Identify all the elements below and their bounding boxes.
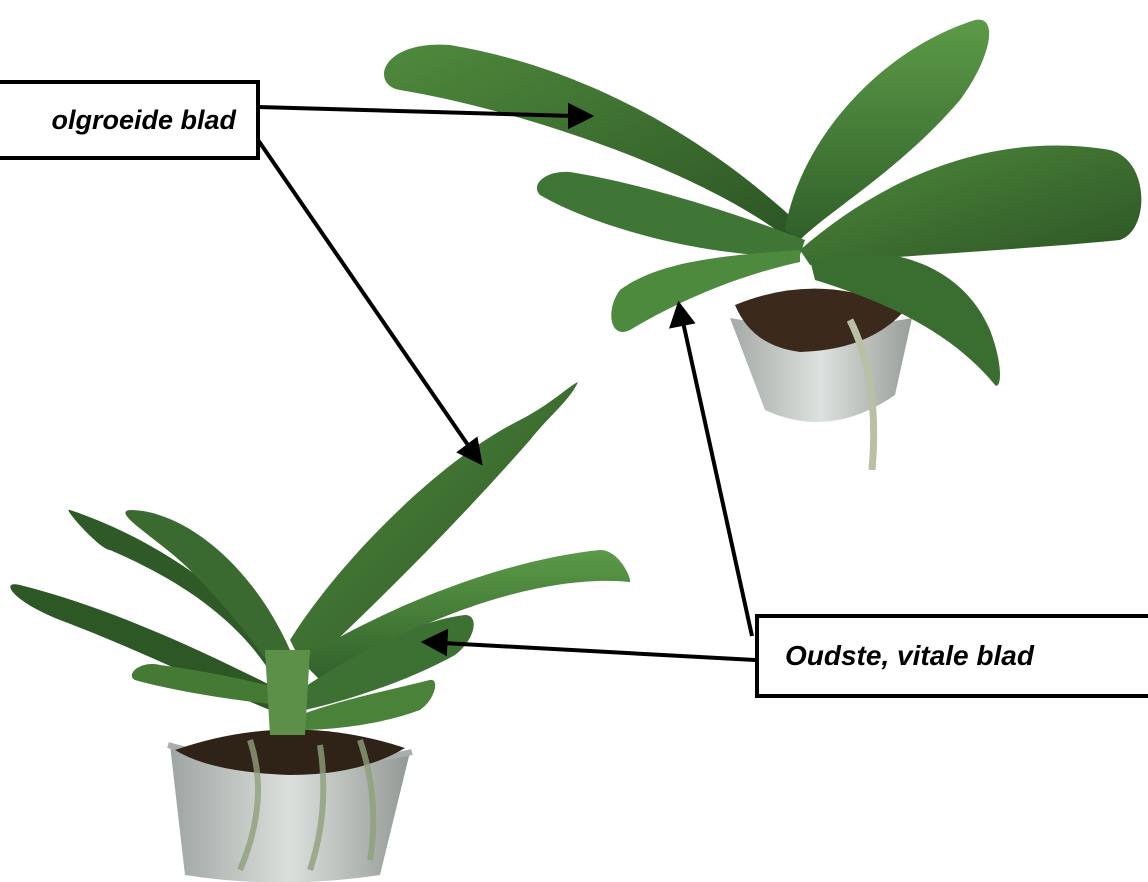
orchid-bottom-left [10, 382, 630, 882]
label-fully-grown-leaf-text: olgroeide blad [51, 105, 236, 136]
stem-bottom-left [265, 650, 310, 735]
arrow-to-bottom-tall-leaf [258, 140, 470, 448]
label-oldest-vital-leaf: Oudste, vitale blad [755, 614, 1148, 698]
arrow-to-oldest-bottom [443, 643, 755, 660]
arrow-to-oldest-top [683, 322, 752, 636]
label-fully-grown-leaf: olgroeide blad [0, 80, 260, 160]
arrowhead-oldest-top [672, 305, 692, 326]
label-oldest-vital-leaf-text: Oudste, vitale blad [785, 640, 1034, 672]
orchid-top-right [384, 20, 1141, 470]
